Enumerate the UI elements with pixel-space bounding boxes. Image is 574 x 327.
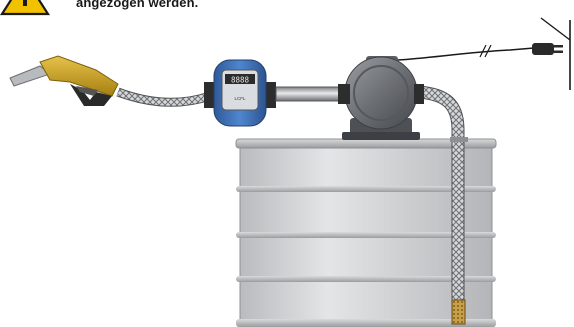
meter-label: LCFL: [234, 96, 246, 101]
meter-display: 8888: [231, 76, 250, 85]
cable-break-mark: [479, 44, 492, 58]
suction-hose-icon: [417, 85, 468, 300]
warning-triangle-icon: [0, 0, 51, 16]
pump-motor-icon: [338, 56, 424, 140]
power-plug-icon: [532, 43, 563, 55]
barrel-icon: [235, 138, 497, 327]
nozzle-hose: [116, 87, 212, 107]
wall-socket-icon: [540, 17, 571, 90]
flow-meter-icon: 8888 LCFL: [204, 59, 276, 127]
connecting-pipe: [275, 86, 343, 102]
foot-filter-icon: [451, 299, 466, 325]
power-cable: [397, 47, 535, 61]
warning-text: angezogen werden.: [76, 0, 199, 10]
fuel-nozzle-icon: [9, 55, 119, 106]
